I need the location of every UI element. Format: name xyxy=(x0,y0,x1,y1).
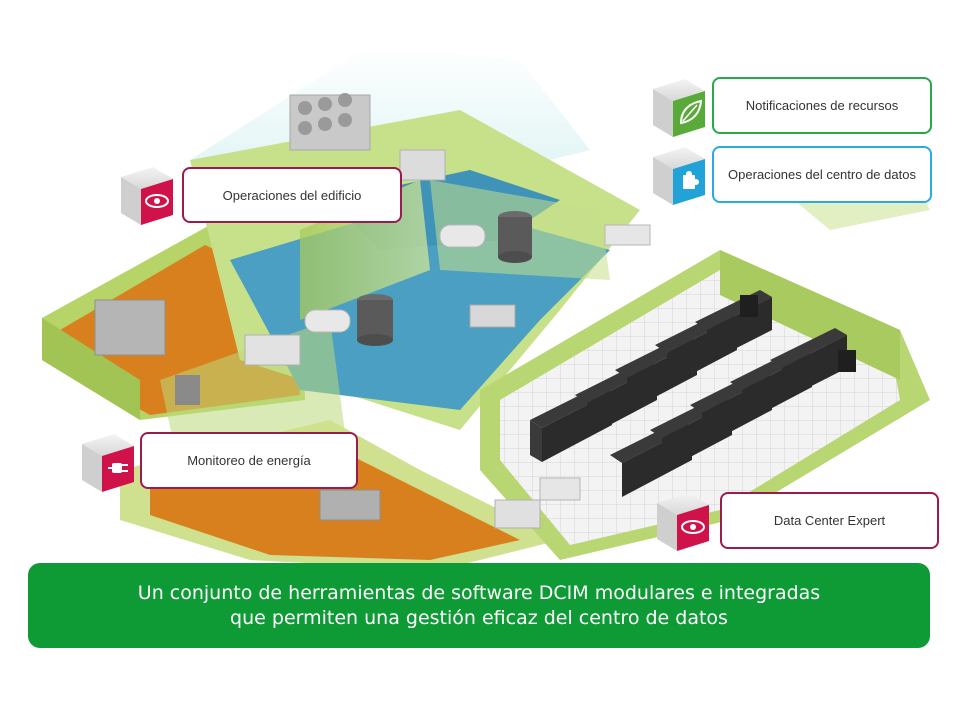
building-ops-label[interactable]: Operaciones del edificio xyxy=(182,167,402,223)
mechanical-equipment xyxy=(94,93,856,529)
energy-monitor-label[interactable]: Monitoreo de energía xyxy=(140,432,358,489)
building-ops-text: Operaciones del edificio xyxy=(222,187,362,203)
resource-notifications-text: Notificaciones de recursos xyxy=(745,98,899,113)
dc-operations-text: Operaciones del centro de datos xyxy=(728,167,916,182)
tagline-line-1: Un conjunto de herramientas de software … xyxy=(137,581,821,604)
dc-operations-label[interactable]: Operaciones del centro de datos xyxy=(712,146,932,203)
puzzle-icon xyxy=(683,171,699,189)
energy-monitor-text: Monitoreo de energía xyxy=(187,453,311,468)
eye-icon xyxy=(145,194,169,208)
dc-expert-text: Data Center Expert xyxy=(773,513,886,528)
dc-expert-label[interactable]: Data Center Expert xyxy=(720,492,939,549)
dc-expert-cube xyxy=(657,493,709,551)
resource-notifications-cube xyxy=(653,79,705,137)
leaf-icon xyxy=(679,99,703,125)
tagline-line-2: que permiten una gestión eficaz del cent… xyxy=(230,606,728,629)
dc-operations-cube xyxy=(653,147,705,205)
resource-notifications-label[interactable]: Notificaciones de recursos xyxy=(712,77,932,134)
building-ops-cube xyxy=(121,167,173,225)
tagline-banner: Un conjunto de herramientas de software … xyxy=(28,563,930,648)
energy-monitor-cube xyxy=(82,434,134,492)
eye-icon xyxy=(681,520,705,534)
plug-icon xyxy=(108,463,128,473)
